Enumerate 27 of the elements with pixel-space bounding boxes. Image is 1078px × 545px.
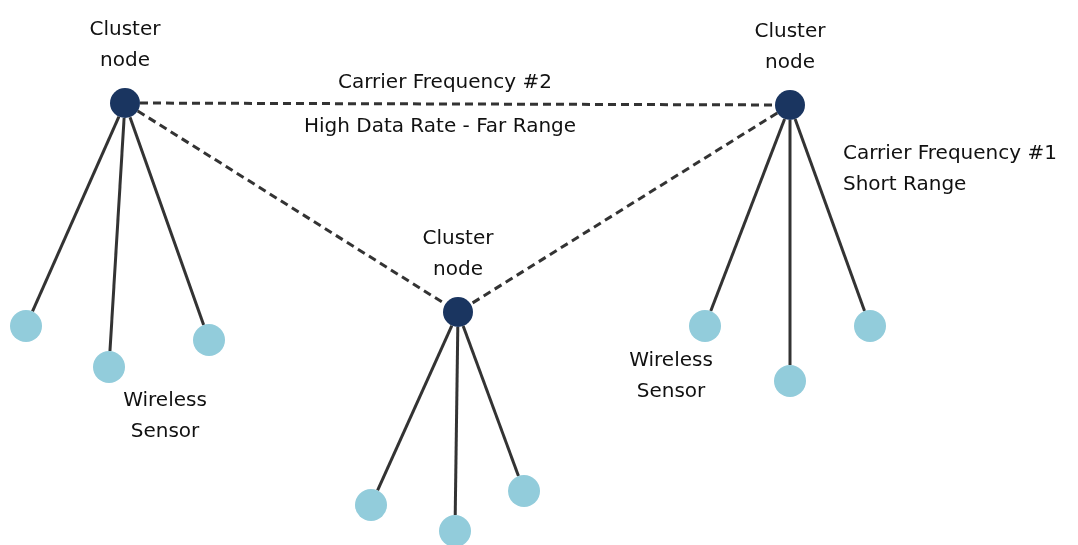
- dashed-link: [140, 101, 775, 107]
- node-label: Cluster node: [88, 15, 162, 73]
- sensor-circle: [854, 310, 886, 342]
- link-line: [788, 120, 792, 365]
- sensor-circle: [439, 515, 471, 545]
- sensor-circle: [774, 365, 806, 397]
- dashed-link: [469, 111, 779, 306]
- sensor-circle: [508, 475, 540, 507]
- note-text: High Data Rate - Far Range: [302, 112, 578, 139]
- link-line: [128, 116, 206, 326]
- sensor-circle: [93, 351, 125, 383]
- link-line: [31, 116, 121, 312]
- node-label: Cluster node: [753, 17, 827, 75]
- link-line: [461, 325, 520, 477]
- sensor-circle: [355, 489, 387, 521]
- link-line: [376, 325, 454, 492]
- sensor-circle: [193, 324, 225, 356]
- sensor-label: Wireless Sensor: [122, 386, 208, 444]
- sensor-label: Wireless Sensor: [628, 346, 714, 404]
- sensor-circle: [689, 310, 721, 342]
- link-line: [453, 326, 460, 516]
- sensor-circle: [10, 310, 42, 342]
- link-line: [793, 118, 866, 312]
- link-line: [108, 117, 126, 352]
- link-line: [709, 118, 786, 312]
- node-label: Cluster node: [421, 224, 495, 282]
- note-text: Carrier Frequency #1 Short Range: [843, 139, 1058, 197]
